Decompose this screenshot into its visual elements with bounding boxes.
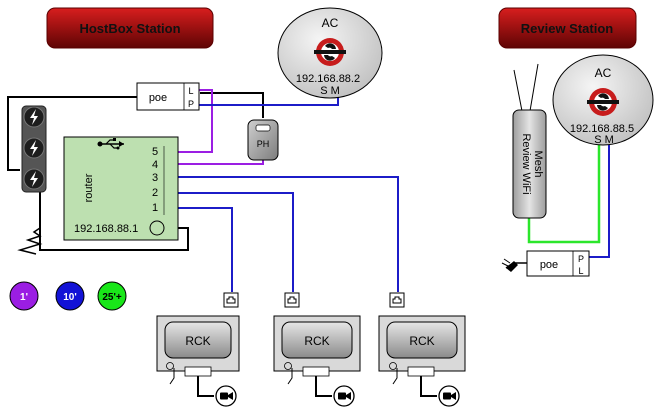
- legend-10ft: 10': [63, 292, 77, 303]
- router-device: router 5 4 3 2 1 192.168.88.1: [63, 136, 179, 241]
- poe-review-label: poe: [540, 259, 558, 271]
- review-station-banner: Review Station: [498, 7, 637, 49]
- ac-review-device: AC 192.168.88.5 S M: [552, 54, 654, 146]
- hostbox-station-banner: HostBox Station: [46, 7, 214, 49]
- green-cable-mesh-ac: [527, 143, 601, 244]
- router-port-2: 2: [152, 187, 158, 199]
- power-strip: [21, 105, 47, 193]
- router-ip: 192.168.88.1: [74, 223, 138, 235]
- mesh-label-line1: Mesh: [532, 151, 544, 178]
- poe-host-port-p: P: [188, 99, 194, 109]
- router-port-5: 5: [152, 146, 158, 158]
- legend-25ft: 25'+: [102, 292, 122, 303]
- antenna-icon: [529, 63, 539, 112]
- router-port-1: 1: [152, 202, 158, 214]
- cable-length-legend: 1' 10' 25'+: [9, 281, 127, 311]
- ac-review-ip: 192.168.88.5: [570, 123, 634, 135]
- rck-unit-3: RCK: [378, 315, 466, 407]
- mesh-wifi-device: Mesh Review WiFi: [512, 63, 547, 219]
- poe-host-device: poe L P: [136, 82, 200, 111]
- power-cable-poe: [7, 96, 138, 171]
- blue-cable-ac-poe: [589, 143, 610, 258]
- power-cable-phone: [200, 92, 264, 118]
- router-port-4: 4: [152, 159, 158, 171]
- hdmi-port-icon: [407, 366, 435, 377]
- purple-cable-phone-port4: [170, 160, 264, 165]
- legend-1ft: 1': [20, 292, 28, 303]
- hdmi-port-icon: [184, 366, 212, 377]
- ac-review-label: AC: [595, 66, 612, 80]
- poe-review-port-l: L: [578, 266, 583, 276]
- ac-host-label: AC: [322, 16, 339, 30]
- rck-1-label: RCK: [185, 334, 210, 348]
- phone-label: PH: [257, 139, 270, 149]
- router-port-3: 3: [152, 172, 158, 184]
- blue-cable-port3-rck3: [170, 176, 399, 292]
- usb-icon: [97, 138, 124, 150]
- router-power-port: [149, 220, 165, 236]
- usb-port-icon: [255, 124, 271, 132]
- camera-icon: [333, 385, 355, 407]
- camera-icon: [215, 385, 237, 407]
- poe-review-port-p: P: [578, 254, 584, 264]
- mesh-label-line2: Review WiFi: [520, 133, 532, 194]
- poe-host-port-l: L: [188, 86, 193, 96]
- blue-cable-port1-rck1: [170, 207, 233, 292]
- antenna-icon: [513, 69, 523, 112]
- review-station-title: Review Station: [521, 21, 614, 36]
- ac-review-ports: S M: [594, 134, 614, 146]
- router-label: router: [83, 173, 95, 202]
- ac-host-ports: S M: [320, 85, 340, 97]
- purple-cable-poe-l-port5: [170, 89, 213, 153]
- ethernet-jack-icon: [389, 292, 405, 308]
- rck-unit-2: RCK: [273, 315, 361, 407]
- rck-3-label: RCK: [409, 334, 434, 348]
- phone-device: PH: [247, 119, 279, 161]
- rck-2-label: RCK: [304, 334, 329, 348]
- ethernet-jack-icon: [284, 292, 300, 308]
- camera-icon: [438, 385, 460, 407]
- ac-host-device: AC 192.168.88.2 S M: [277, 7, 383, 99]
- ethernet-jack-icon: [223, 292, 239, 308]
- blue-cable-port2-rck2: [170, 192, 294, 292]
- hdmi-port-icon: [302, 366, 330, 377]
- power-cable-coil: [17, 190, 43, 255]
- poe-review-device: poe P L: [501, 250, 590, 277]
- ac-host-ip: 192.168.88.2: [296, 73, 360, 85]
- hostbox-station-title: HostBox Station: [79, 21, 180, 36]
- power-plug-icon: [506, 261, 518, 272]
- rck-unit-1: RCK: [156, 315, 240, 407]
- poe-host-label: poe: [149, 92, 167, 104]
